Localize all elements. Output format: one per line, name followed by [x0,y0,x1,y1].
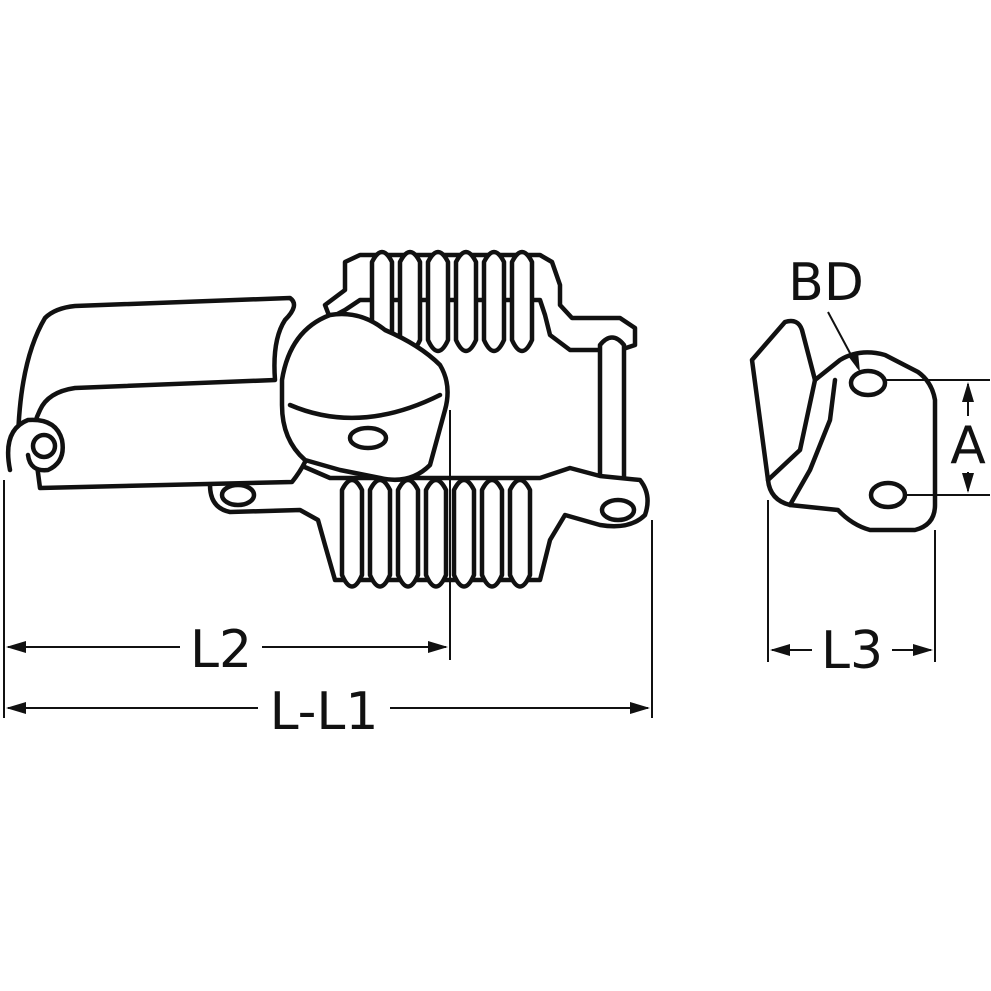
label-bd: BD [788,253,864,313]
label-l2: L2 [190,620,252,680]
spring-latch-side-view [5,249,650,589]
arrow-bd [848,352,860,372]
base-plate-right-hole [599,497,637,523]
arrow-l-l1-left [6,702,26,714]
lever-hook-hole [30,432,58,460]
arrow-l3-right [913,644,933,656]
arrow-l2-right [428,641,448,653]
hinge-cam [279,311,450,483]
keeper-plate-view [749,318,938,533]
arrow-l-l1-right [630,702,650,714]
hinge-cam-lip [287,392,443,421]
keeper-top-hole [848,368,888,398]
label-l3: L3 [821,621,883,681]
arrow-l2-left [6,641,26,653]
bottom-spring [339,477,533,589]
dimensions: L2 L-L1 L3 A BD [3,253,990,742]
arrow-l3-left [770,644,790,656]
keeper-plate [749,318,938,533]
hinge-pin [347,425,389,451]
keeper-plate-fold [765,377,838,508]
right-rod [597,335,627,483]
arrow-a-bottom [962,473,974,493]
arrow-a-top [962,382,974,402]
label-a: A [950,416,986,476]
label-l-l1: L-L1 [270,682,379,742]
